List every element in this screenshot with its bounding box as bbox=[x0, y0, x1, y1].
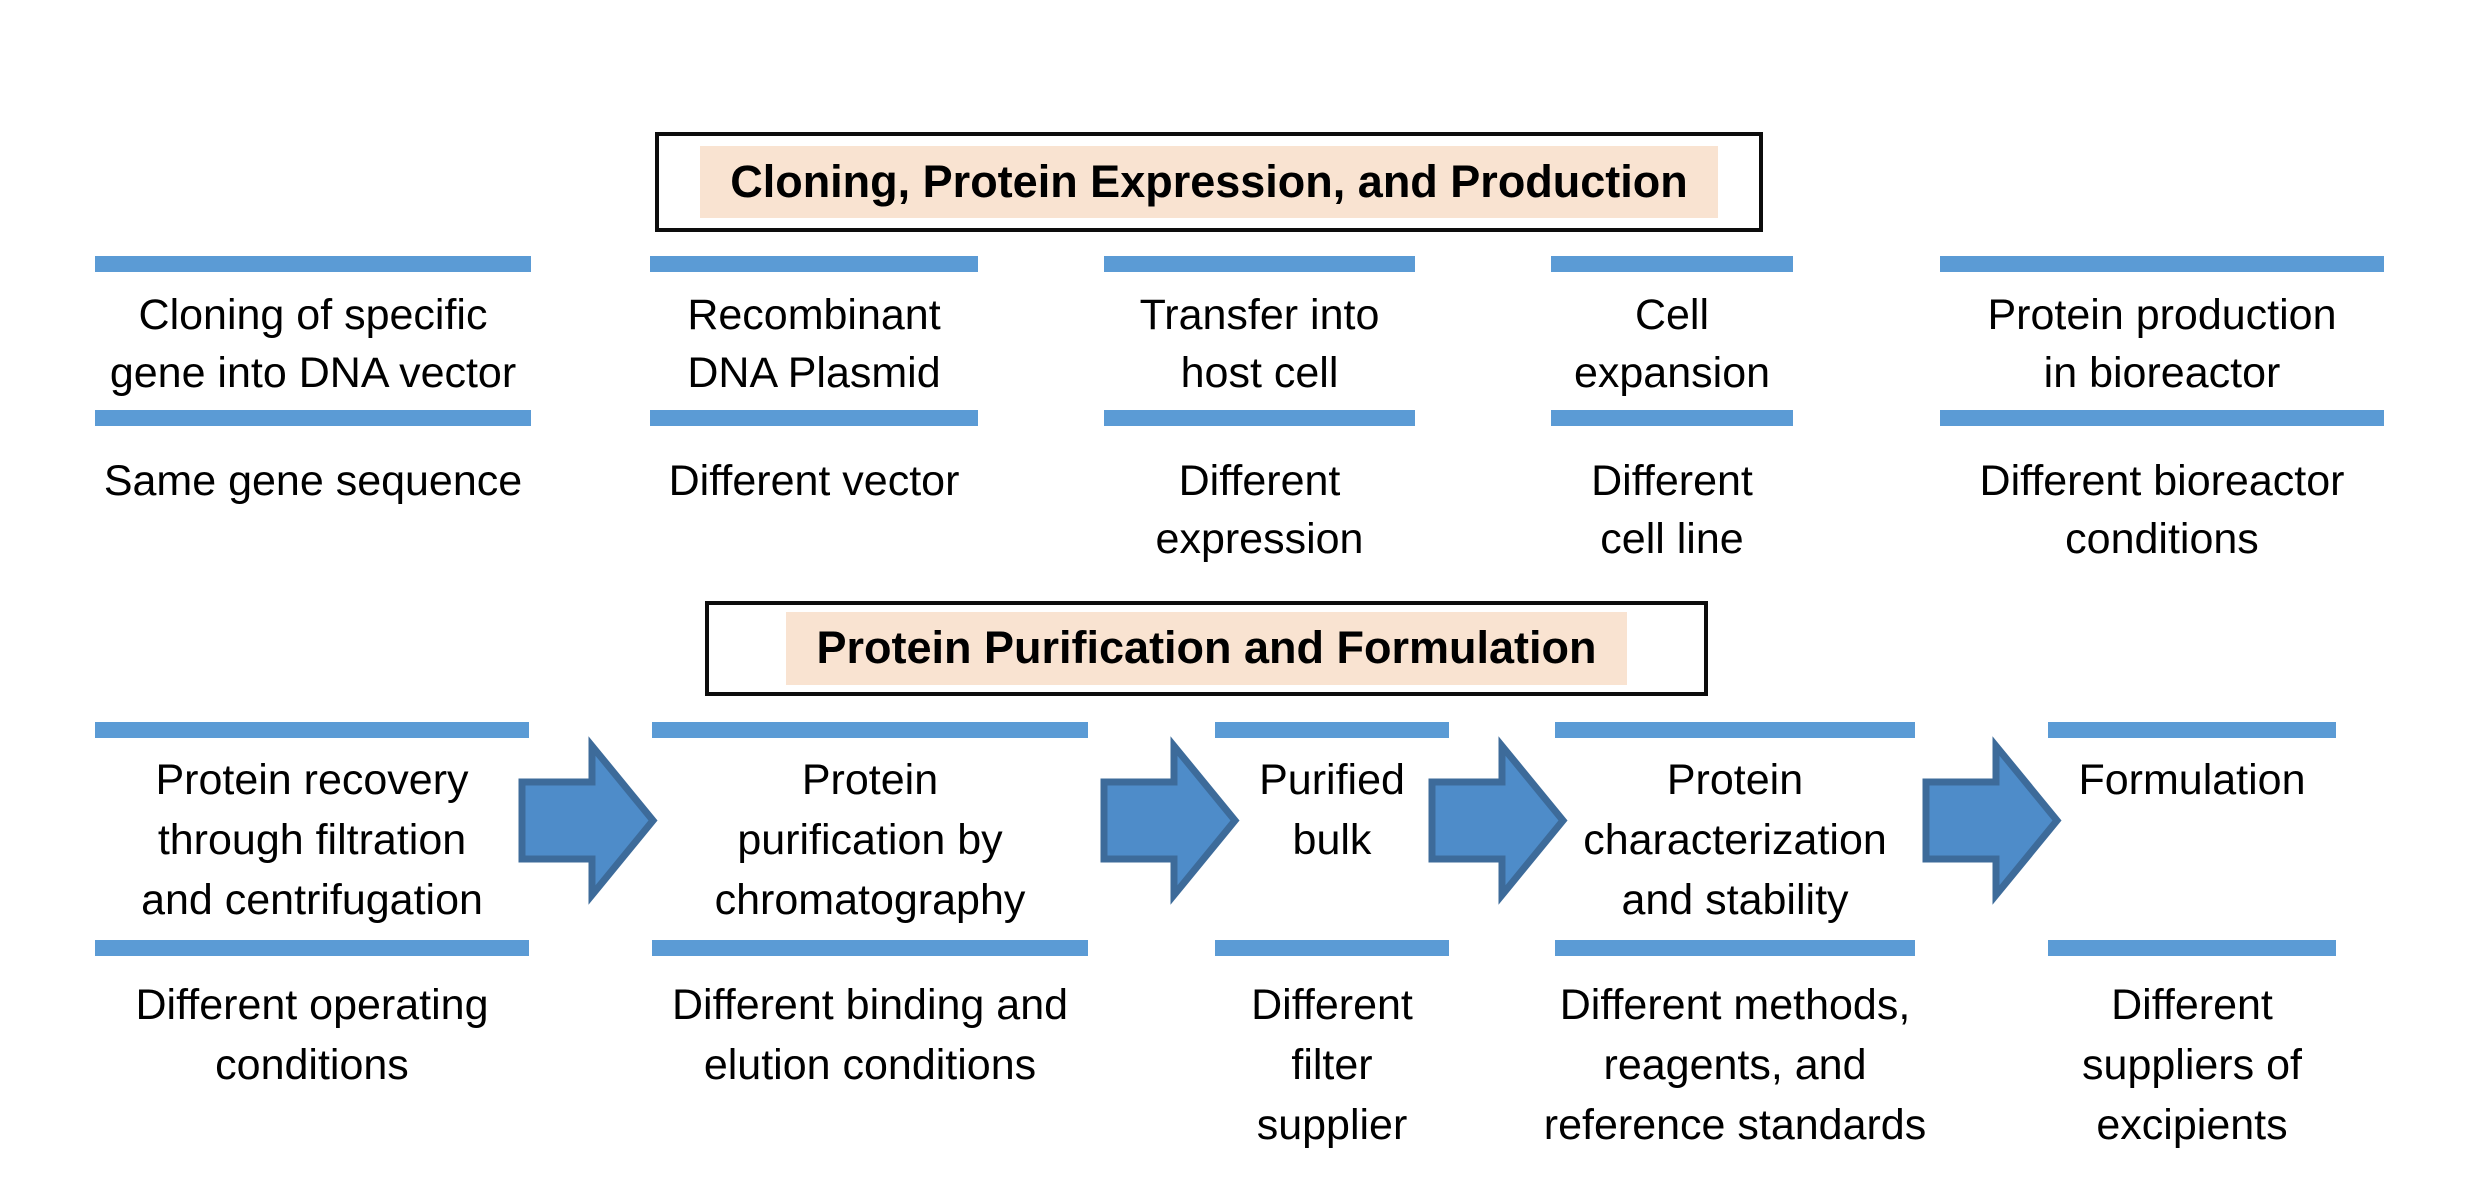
right-arrow-icon bbox=[1100, 736, 1240, 905]
process-step-chromatography: Protein purification by chromatography D… bbox=[652, 722, 1088, 1192]
step-main-label: Cell expansion bbox=[1573, 291, 1771, 397]
process-step-cloning: Cloning of specific gene into DNA vector… bbox=[95, 256, 531, 586]
divider-bar-bottom bbox=[1104, 410, 1415, 426]
step-main-label: Protein characterization and stability bbox=[1583, 756, 1887, 924]
process-step-characterization: Protein characterization and stability D… bbox=[1544, 722, 1926, 1192]
divider-bar-top bbox=[1215, 722, 1449, 738]
section-title-cloning: Cloning, Protein Expression, and Product… bbox=[700, 145, 1718, 219]
divider-bar-bottom bbox=[1555, 940, 1915, 956]
divider-bar-bottom bbox=[95, 410, 531, 426]
step-variation-label: Different vector bbox=[668, 457, 960, 505]
arrow-shape bbox=[1428, 736, 1568, 905]
process-step-purified-bulk: Purified bulk Different filter supplier bbox=[1215, 722, 1449, 1192]
step-main-label: Transfer into host cell bbox=[1139, 291, 1380, 397]
step-main-label: Protein purification by chromatography bbox=[714, 756, 1026, 924]
divider-bar-bottom bbox=[1940, 410, 2384, 426]
right-arrow-icon bbox=[1922, 736, 2062, 905]
arrow-shape bbox=[518, 736, 658, 905]
process-step-bioreactor: Protein production in bioreactor Differe… bbox=[1940, 256, 2384, 586]
divider-bar-top bbox=[652, 722, 1088, 738]
step-variation-label: Different filter supplier bbox=[1251, 981, 1413, 1149]
divider-bar-top bbox=[95, 722, 529, 738]
divider-bar-top bbox=[1104, 256, 1415, 272]
step-main-label: Formulation bbox=[2078, 756, 2306, 804]
step-main-label: Cloning of specific gene into DNA vector bbox=[109, 291, 517, 397]
step-variation-label: Different operating conditions bbox=[135, 981, 489, 1089]
step-variation-label: Different suppliers of excipients bbox=[2082, 981, 2302, 1149]
divider-bar-top bbox=[1551, 256, 1793, 272]
divider-bar-bottom bbox=[1215, 940, 1449, 956]
arrow-shape bbox=[1922, 736, 2062, 905]
right-arrow-icon bbox=[1428, 736, 1568, 905]
process-step-recovery: Protein recovery through filtration and … bbox=[95, 722, 529, 1192]
process-step-transfer: Transfer into host cell Different expres… bbox=[1104, 256, 1415, 586]
divider-bar-top bbox=[2048, 722, 2336, 738]
step-variation-label: Different cell line bbox=[1591, 457, 1753, 563]
divider-bar-bottom bbox=[1551, 410, 1793, 426]
section-title-purification: Protein Purification and Formulation bbox=[786, 612, 1627, 685]
step-main-label: Purified bulk bbox=[1259, 756, 1405, 864]
divider-bar-bottom bbox=[650, 410, 978, 426]
divider-bar-bottom bbox=[2048, 940, 2336, 956]
process-step-formulation: Formulation Different suppliers of excip… bbox=[2048, 722, 2336, 1192]
divider-bar-top bbox=[650, 256, 978, 272]
section-title-box-purification: Protein Purification and Formulation bbox=[705, 601, 1708, 696]
process-step-cell-expansion: Cell expansion Different cell line bbox=[1551, 256, 1793, 586]
step-variation-label: Same gene sequence bbox=[103, 457, 523, 505]
divider-bar-top bbox=[1940, 256, 2384, 272]
section-title-box-cloning: Cloning, Protein Expression, and Product… bbox=[655, 132, 1763, 232]
step-variation-label: Different bioreactor conditions bbox=[1979, 457, 2345, 563]
step-variation-label: Different binding and elution conditions bbox=[671, 981, 1069, 1089]
step-main-label: Protein production in bioreactor bbox=[1987, 291, 2337, 397]
process-step-plasmid: Recombinant DNA Plasmid Different vector bbox=[650, 256, 978, 586]
divider-bar-top bbox=[1555, 722, 1915, 738]
divider-bar-bottom bbox=[95, 940, 529, 956]
divider-bar-top bbox=[95, 256, 531, 272]
right-arrow-icon bbox=[518, 736, 658, 905]
step-variation-label: Different expression bbox=[1155, 457, 1364, 563]
arrow-shape bbox=[1100, 736, 1240, 905]
step-main-label: Protein recovery through filtration and … bbox=[141, 756, 483, 924]
step-main-label: Recombinant DNA Plasmid bbox=[687, 291, 941, 397]
divider-bar-bottom bbox=[652, 940, 1088, 956]
step-variation-label: Different methods, reagents, and referen… bbox=[1543, 981, 1927, 1149]
